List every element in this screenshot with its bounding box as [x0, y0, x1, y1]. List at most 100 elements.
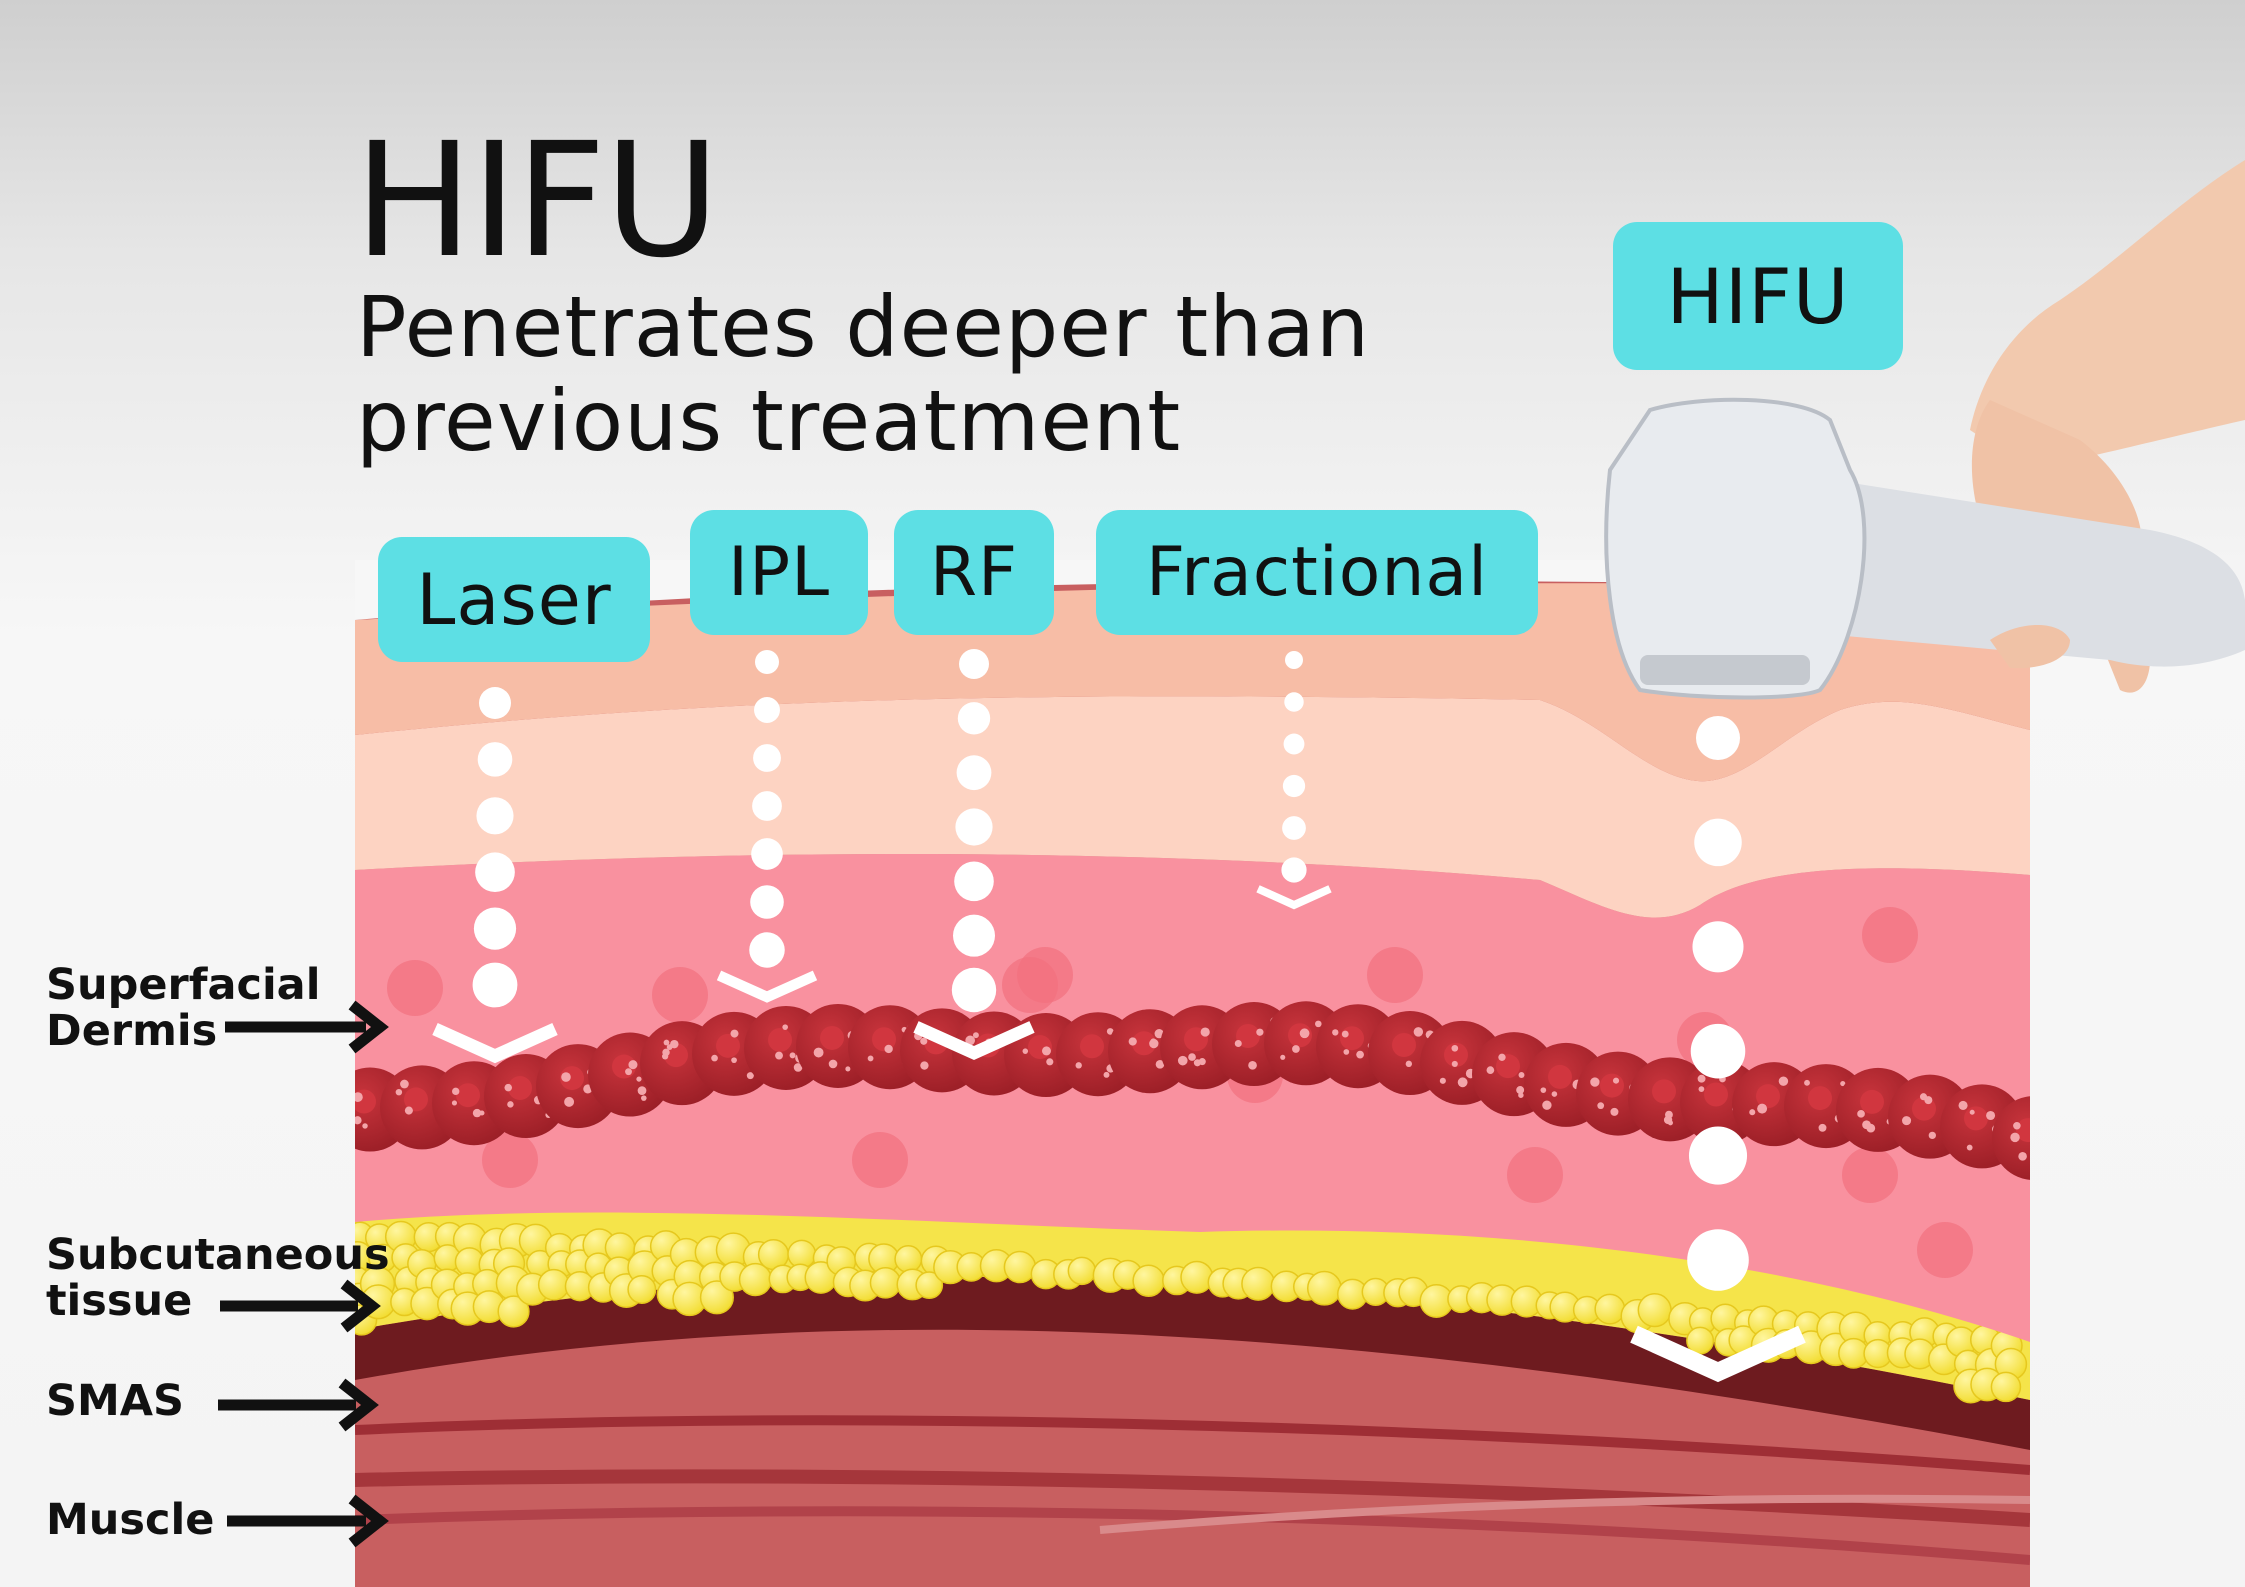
fractional-dot — [1282, 774, 1306, 798]
vessel-nucleus — [560, 1066, 584, 1091]
vessel-speck — [641, 1095, 647, 1101]
hifu-dot — [1694, 818, 1742, 867]
vessel-speck — [1778, 1076, 1789, 1086]
vessel-speck — [1128, 1037, 1137, 1046]
vessel-speck — [1280, 1054, 1286, 1060]
fat-cell — [1003, 1250, 1037, 1284]
dermis-dot — [652, 967, 708, 1023]
dermis-dot — [1862, 907, 1918, 963]
vessel-speck — [1590, 1077, 1600, 1087]
vessel-speck — [1969, 1109, 1975, 1115]
vessel-speck — [2055, 1134, 2060, 1139]
hifu-dot — [1696, 716, 1740, 760]
vessel-speck — [472, 1108, 482, 1118]
vessel-nucleus — [1444, 1042, 1468, 1067]
fat-cell — [627, 1274, 657, 1304]
laser-dot — [473, 907, 517, 950]
label-muscle: Muscle — [46, 1497, 214, 1543]
vessel-speck — [1341, 1030, 1349, 1038]
vessel-speck — [1075, 1062, 1082, 1069]
vessel-speck — [775, 1051, 783, 1060]
vessel-nucleus — [404, 1087, 428, 1112]
vessel-nucleus — [716, 1033, 740, 1058]
fractional-dot — [1284, 692, 1304, 712]
vessel-speck — [965, 1035, 976, 1046]
hifu-dot — [1692, 921, 1744, 973]
vessel-speck — [1698, 1086, 1705, 1093]
vessel-speck — [1498, 1053, 1506, 1061]
smas-layer — [355, 1276, 2030, 1450]
vessel-speck — [507, 1101, 514, 1108]
fractional-chevron — [1256, 885, 1332, 910]
vessel-speck — [628, 1060, 638, 1070]
muscle-stripe — [355, 1469, 2030, 1527]
vessel-speck — [1924, 1096, 1933, 1105]
vessel-speck — [561, 1072, 571, 1082]
vessel-speck — [828, 1059, 838, 1069]
device-tip — [1640, 655, 1810, 685]
fat-cell — [1306, 1270, 1342, 1306]
muscle-stripe — [355, 1506, 2030, 1565]
ipl-chevron — [716, 970, 818, 1003]
vessel-nucleus — [1548, 1064, 1572, 1089]
vessel-speck — [746, 1072, 754, 1080]
ipl-dot — [749, 932, 785, 968]
vessel-speck — [730, 1029, 739, 1038]
hifu-dot — [1687, 1229, 1749, 1291]
vessel-speck — [1150, 1038, 1157, 1045]
vessel-speck — [972, 1032, 979, 1039]
vessel-speck — [625, 1068, 632, 1076]
vessel-speck — [1451, 1044, 1459, 1052]
vessel-speck — [1022, 1048, 1029, 1054]
vessel-speck — [1966, 1144, 1973, 1151]
vessel-speck — [1315, 1020, 1322, 1028]
vessel-speck — [451, 1100, 458, 1106]
smas-arrow-head — [338, 1378, 379, 1432]
vessel-speck — [1103, 1071, 1110, 1078]
vessel-nucleus — [1912, 1096, 1936, 1121]
vessel-speck — [813, 1047, 824, 1058]
dermis-arrow-head — [348, 1000, 389, 1054]
vessel-speck — [920, 1061, 929, 1070]
laser-dot — [477, 742, 513, 777]
vessel-speck — [404, 1106, 413, 1115]
fractional-dot — [1283, 733, 1305, 755]
label-line: tissue — [46, 1276, 193, 1326]
vessel-speck — [1902, 1116, 1912, 1126]
vessel-speck — [1928, 1131, 1936, 1140]
chip-fractional: Fractional — [1096, 510, 1538, 635]
muscle-stripe — [355, 1415, 2030, 1475]
laser-dot — [479, 687, 511, 719]
vessel-speck — [637, 1086, 647, 1095]
vessel-nucleus — [1132, 1031, 1156, 1056]
laser-dot — [475, 852, 515, 893]
rf-dot — [953, 914, 995, 957]
vessel-speck — [782, 1024, 788, 1030]
vessel-speck — [347, 1107, 353, 1113]
dermis-dot — [1002, 957, 1058, 1013]
chip-ipl: IPL — [690, 510, 868, 635]
chip-hifu: HIFU — [1613, 222, 1903, 370]
vessel-speck — [1862, 1120, 1871, 1130]
vessel-speck — [1551, 1091, 1558, 1097]
label-line: Superfacial — [46, 960, 321, 1010]
fat-cell — [1241, 1266, 1276, 1301]
vessel-speck — [1188, 1053, 1196, 1061]
vessel-speck — [1818, 1123, 1827, 1132]
subcutaneous-arrow-head — [340, 1279, 381, 1333]
vessel-speck — [920, 1037, 928, 1045]
vessel-speck — [884, 1044, 893, 1054]
fat-cell — [1180, 1260, 1214, 1294]
vessel-speck — [400, 1079, 409, 1089]
vessel-speck — [395, 1088, 403, 1096]
vessel-nucleus — [1964, 1106, 1988, 1131]
chip-rf: RF — [894, 510, 1054, 635]
vessel-speck — [1542, 1100, 1552, 1110]
dermis-dot — [1917, 1222, 1973, 1278]
dermis-dot — [387, 960, 443, 1016]
laser-dot — [476, 797, 514, 835]
ipl-dot — [753, 744, 781, 772]
ipl-dot — [754, 697, 780, 723]
